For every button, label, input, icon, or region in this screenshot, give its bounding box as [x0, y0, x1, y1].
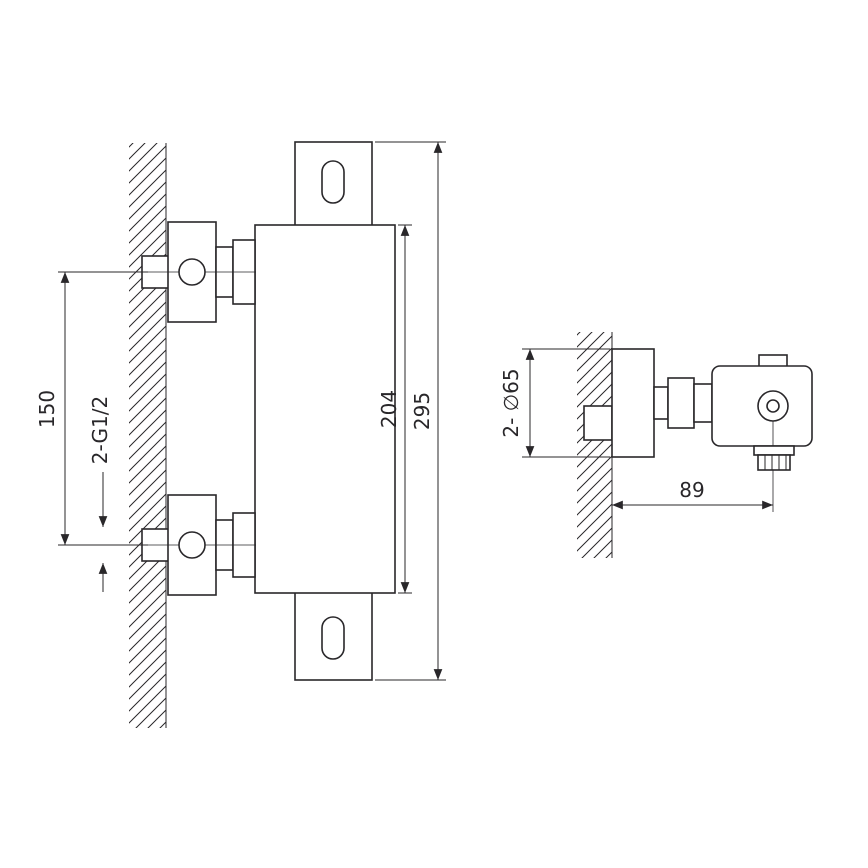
dimension-body-height: 204: [377, 224, 412, 594]
dimension-flange: 2- ∅65: [499, 348, 610, 458]
dimension-overall-height: 295: [375, 141, 446, 681]
dimension-inlet-thread: 2-G1/2: [88, 396, 112, 592]
inlet-bottom: [141, 494, 256, 596]
side-outlet-flange: [753, 445, 795, 456]
bracket-slot-top: [321, 160, 345, 204]
inlet-bottom-valve-circle: [178, 531, 206, 559]
dim65-label: 2- ∅65: [499, 368, 523, 437]
side-view: 2- ∅65 89: [499, 332, 813, 558]
side-outlet-thread-ticks: [764, 455, 787, 470]
dim150-label: 150: [35, 390, 59, 428]
side-nut: [667, 377, 695, 429]
thread-label: 2-G1/2: [88, 396, 112, 464]
side-connectors: [653, 377, 713, 429]
front-view: 150 2-G1/2 204 295: [35, 141, 446, 728]
dimension-wall-to-outlet: 89: [612, 478, 773, 510]
side-flange: [611, 348, 655, 458]
side-valve-body: [711, 354, 813, 512]
dim295-label: 295: [410, 392, 434, 430]
side-connector: [653, 386, 669, 420]
wall-hatch-front: [129, 143, 166, 728]
dim89-label: 89: [679, 478, 704, 502]
side-pipe-stub: [583, 405, 613, 441]
side-spacer: [693, 383, 713, 423]
dimension-inlet-spacing: 150: [35, 271, 148, 546]
side-knob-inner-circle: [766, 399, 780, 413]
inlet-top-valve-circle: [178, 258, 206, 286]
side-outlet-thread: [757, 454, 791, 471]
wall-hatch-side: [577, 332, 612, 558]
bracket-slot-bottom: [321, 616, 345, 660]
dim204-label: 204: [377, 390, 401, 428]
valve-body-front: [254, 224, 396, 594]
